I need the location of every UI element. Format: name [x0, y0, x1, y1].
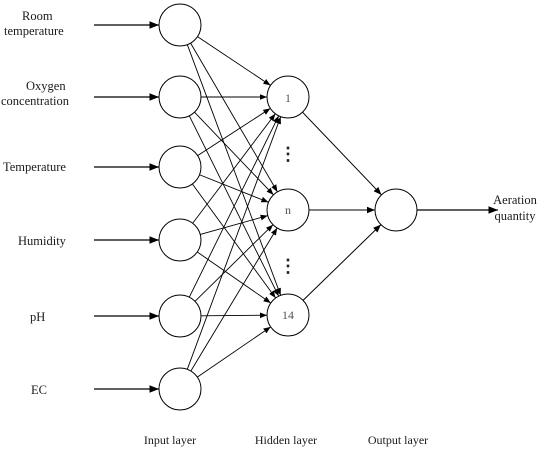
hidden-node-14-label: 14 — [282, 308, 294, 322]
input-label-humidity: Humidity — [18, 234, 67, 248]
input-hidden-connection — [190, 42, 278, 193]
input-hidden-connection — [188, 115, 280, 298]
hidden-node-n-label: n — [285, 203, 291, 217]
input-label-oxygen-2: concentration — [1, 94, 70, 108]
input-label-room: Room — [22, 9, 53, 23]
output-layer-nodes — [374, 188, 418, 232]
input-hidden-connection — [194, 224, 274, 302]
input-node — [158, 3, 202, 47]
input-hidden-connection — [197, 108, 271, 156]
hidden-output-connection — [302, 111, 382, 196]
input-hidden-connection — [197, 326, 271, 378]
input-node — [158, 75, 202, 119]
input-label-oxygen: Oxygen — [26, 79, 66, 93]
input-hidden-connection — [196, 251, 272, 304]
output-label-quantity: quantity — [495, 209, 537, 223]
hidden-layer-nodes — [266, 75, 310, 337]
input-hidden-connection — [194, 111, 274, 196]
input-layer-nodes — [158, 3, 202, 411]
ellipsis-upper: ⋮ — [279, 144, 297, 164]
input-hidden-connection — [192, 183, 276, 299]
hidden-output-connection — [302, 224, 382, 301]
input-hidden-connection — [186, 44, 282, 296]
ellipsis-lower: ⋮ — [279, 256, 297, 276]
hidden-node — [266, 75, 310, 119]
input-node — [158, 145, 202, 189]
output-label-aeration: Aeration — [493, 193, 537, 207]
hidden-node — [266, 188, 310, 232]
input-hidden-connection — [192, 113, 276, 224]
input-label-ec: EC — [31, 383, 47, 397]
input-hidden-connection — [200, 214, 268, 235]
input-hidden-connection — [186, 116, 282, 370]
input-hidden-connection — [197, 36, 271, 86]
input-hidden-connection — [190, 227, 278, 372]
input-node — [158, 218, 202, 262]
hidden-node — [266, 293, 310, 337]
input-label-temperature: Temperature — [3, 160, 66, 174]
input-layer-label: Input layer — [144, 433, 196, 447]
output-node — [374, 188, 418, 232]
input-labels: Room temperature Oxygen concentration Te… — [1, 9, 70, 397]
connection-lines — [186, 36, 498, 378]
input-hidden-connection — [199, 174, 269, 203]
input-arrows — [94, 21, 159, 393]
input-node — [158, 294, 202, 338]
input-label-room-2: temperature — [4, 24, 64, 38]
input-label-ph: pH — [30, 310, 45, 324]
output-layer-label: Output layer — [368, 433, 428, 447]
input-node — [158, 367, 202, 411]
hidden-layer-label: Hidden layer — [255, 433, 317, 447]
hidden-node-1-label: 1 — [285, 91, 291, 105]
input-hidden-connection — [200, 312, 268, 319]
